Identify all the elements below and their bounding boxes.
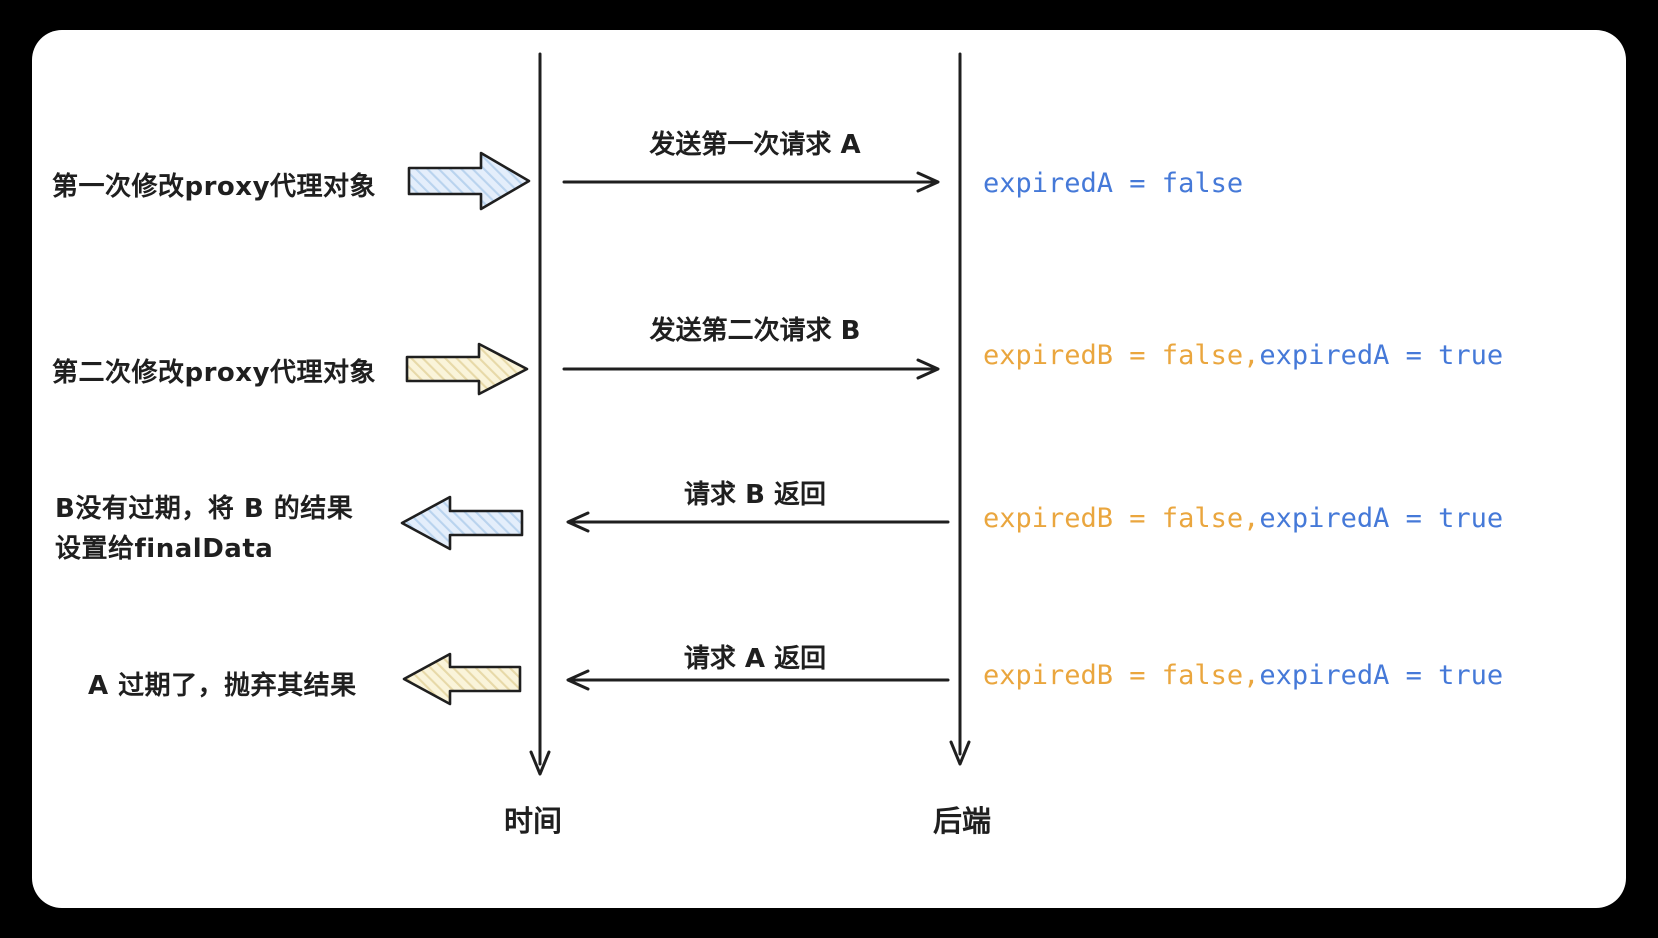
row2-state-expiredA: expiredA = true (1259, 340, 1504, 371)
row4-left-note: A 过期了，抛弃其结果 (88, 671, 357, 701)
row4-block-arrow-left-icon (402, 652, 522, 706)
row1-state-text: expiredA = false (983, 168, 1243, 199)
row3-block-arrow-left-icon (400, 495, 524, 551)
row1-block-arrow-right-icon (407, 151, 531, 211)
backend-axis (949, 52, 971, 766)
row4-state-text: expiredB = false,expiredA = true (983, 660, 1503, 691)
row2-state-expiredB: expiredB = false, (983, 340, 1260, 371)
row3-left-note-line1: B没有过期，将 B 的结果 (55, 494, 354, 524)
row1-state-expiredA: expiredA = false (983, 168, 1244, 199)
timeline-axis (529, 52, 551, 776)
row4-state-expiredB: expiredB = false, (983, 660, 1260, 691)
row1-message-arrow-right-icon (562, 171, 940, 193)
row4-state-expiredA: expiredA = true (1259, 660, 1504, 691)
row2-message-label: 发送第二次请求 B (649, 316, 861, 346)
row3-state-text: expiredB = false,expiredA = true (983, 503, 1503, 534)
row2-block-arrow-right-icon (405, 342, 529, 396)
row2-left-note: 第二次修改proxy代理对象 (52, 358, 377, 388)
diagram-canvas (32, 30, 1626, 908)
row3-message-label: 请求 B 返回 (684, 480, 826, 510)
row4-message-arrow-left-icon (566, 669, 950, 691)
row3-state-expiredB: expiredB = false, (983, 503, 1260, 534)
timeline-label: 时间 (503, 804, 562, 838)
row2-message-arrow-right-icon (562, 358, 940, 380)
row3-left-note-line2: 设置给finalData (55, 534, 274, 564)
row2-state-text: expiredB = false,expiredA = true (983, 340, 1503, 371)
row1-message-label: 发送第一次请求 A (649, 130, 861, 160)
row3-message-arrow-left-icon (566, 511, 950, 533)
row3-state-expiredA: expiredA = true (1259, 503, 1504, 534)
backend-label: 后端 (932, 804, 991, 838)
row1-left-note: 第一次修改proxy代理对象 (52, 172, 377, 202)
row4-message-label: 请求 A 返回 (683, 644, 827, 674)
